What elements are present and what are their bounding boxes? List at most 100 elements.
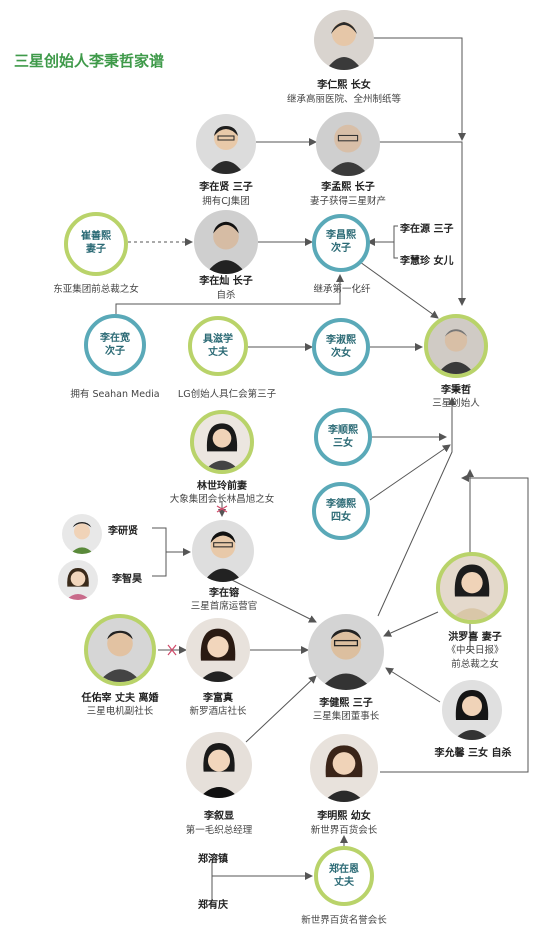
role-lee-chang-hee: 次子 (331, 243, 351, 254)
person-photo-lee-ji-ho (58, 560, 98, 600)
person-silhouette-icon (319, 629, 373, 690)
person-silhouette-icon (199, 743, 239, 798)
name-lee-jae-won: 李在源 三子 (400, 224, 454, 235)
circle-lee-chang-hee (312, 214, 370, 272)
desc-lim-se-ryung: 大象集团会长林昌旭之女 (169, 494, 275, 505)
desc-lee-boo-jin: 新罗酒店社长 (189, 706, 247, 717)
person-photo-lee-myung-hee (310, 734, 378, 802)
name-lee-yeon-hyun: 李研贤 (108, 526, 138, 537)
name-lim-se-ryung: 林世玲前妻 (197, 481, 247, 492)
person-photo-hong-ra-hee (436, 552, 508, 624)
desc2-hong-ra-hee: 前总裁之女 (451, 659, 499, 670)
label-lee-soon-hee: 李顺熙 三女 (314, 424, 372, 450)
label-lee-jae-kwan: 李在宽 次子 (84, 332, 146, 358)
person-photo-lee-yoon-hyung (442, 680, 502, 740)
name-chung-jae-eun: 郑在恩 (329, 864, 359, 875)
person-silhouette-icon (454, 690, 490, 740)
edge-duk-hee (369, 444, 451, 501)
name-lee-byung-chul: 李秉哲 (441, 385, 471, 396)
name-koo-ja-hak: 具滋学 (203, 334, 233, 345)
role-chung-jae-eun: 丈夫 (334, 877, 354, 888)
person-silhouette-icon (326, 22, 362, 70)
name-lee-jae-chan: 李在灿 长子 (199, 276, 253, 287)
edge-in-hee (370, 37, 466, 141)
label-lee-duk-hee: 李德熙 四女 (312, 498, 370, 524)
edge-kun-hee (377, 397, 456, 617)
edge-children (152, 527, 167, 577)
person-photo-lee-byung-chul (424, 314, 488, 378)
person-photo-lee-jae-yong (192, 520, 254, 582)
person-photo-lee-in-hee (314, 10, 374, 70)
desc-lim-woo-jae: 三星电机副社长 (86, 706, 154, 717)
desc-lee-maeng-hee: 妻子获得三星财产 (309, 196, 386, 207)
person-silhouette-icon (208, 126, 244, 174)
label-choi-sun-hee: 崔善熙 妻子 (64, 230, 128, 256)
name-lee-seo-hyun: 李叙显 (204, 811, 234, 822)
person-photo-lee-boo-jin (186, 618, 250, 682)
label-chung-jae-eun: 郑在恩 丈夫 (314, 863, 374, 889)
name-lee-jae-hyun: 李在贤 三子 (199, 182, 253, 193)
person-photo-lee-kun-hee (308, 614, 384, 690)
desc-lee-jae-chan: 自杀 (216, 290, 236, 301)
label-lee-chang-hee: 李昌熙 次子 (312, 229, 370, 255)
person-photo-lee-jae-hyun (196, 114, 256, 174)
desc-lee-seo-hyun: 第一毛织总经理 (185, 825, 253, 836)
circle-choi-sun-hee (64, 212, 128, 276)
name-lee-jae-yong: 李在镕 (209, 588, 239, 599)
person-photo-lim-woo-jae (84, 614, 156, 686)
name-lee-boo-jin: 李富真 (203, 693, 233, 704)
desc-chung-jae-eun: 新世界百货名誉会长 (301, 915, 387, 926)
marriage-mark-yong-2 (216, 505, 228, 513)
child-silhouette-icon (70, 522, 94, 554)
desc-lee-chang-hee: 继承第一化纤 (313, 284, 371, 295)
label-koo-ja-hak: 具滋学 丈夫 (188, 333, 248, 359)
edge-maeng-hee (378, 141, 466, 306)
edge-jae-yong (231, 579, 317, 623)
circle-lee-duk-hee (312, 482, 370, 540)
page-title: 三星创始人李秉哲家谱 (14, 52, 165, 70)
name-lim-woo-jae: 任佑宰 丈夫 离婚 (81, 693, 159, 704)
name-lee-soon-hee: 李顺熙 (328, 425, 358, 436)
person-photo-lee-yeon-hyun (62, 514, 102, 554)
person-silhouette-icon (450, 564, 494, 620)
name-lee-kun-hee: 李健熙 三子 (319, 698, 373, 709)
person-silhouette-icon (198, 628, 238, 682)
desc-lee-jae-kwan: 拥有 Seahan Media (70, 389, 160, 400)
name-lee-in-hee: 李仁熙 长女 (317, 80, 371, 91)
desc-lee-byung-chul: 三星创始人 (432, 398, 480, 409)
name-lee-ji-ho: 李智昊 (112, 574, 142, 585)
role-lee-duk-hee: 四女 (331, 512, 351, 523)
name-lee-sook-hee: 李淑熙 (326, 335, 356, 346)
edge-jae-kwan (115, 274, 344, 314)
edge-yoon-hyung-kun (385, 667, 441, 703)
desc-lee-in-hee: 继承高丽医院、全州制纸等 (286, 94, 401, 105)
name-lee-maeng-hee: 李孟熙 长子 (321, 182, 375, 193)
name-lee-myung-hee: 李明熙 幼女 (317, 811, 371, 822)
label-lee-sook-hee: 李淑熙 次女 (312, 334, 370, 360)
edge-seo-hyun (245, 675, 317, 743)
desc-lee-kun-hee: 三星集团董事长 (312, 711, 380, 722)
name-lee-chang-hee: 李昌熙 (326, 230, 356, 241)
desc-lee-jae-yong: 三星首席运营官 (190, 601, 258, 612)
role-choi-sun-hee: 妻子 (86, 244, 106, 255)
person-photo-lim-se-ryung (190, 410, 254, 474)
person-silhouette-icon (98, 630, 142, 682)
circle-chung-jae-eun (314, 846, 374, 906)
child-silhouette-icon (66, 568, 90, 600)
name-lee-jae-kwan: 李在宽 (100, 333, 130, 344)
name-chung-yong-jin: 郑溶镇 (198, 854, 228, 865)
edge-myung-hee (380, 474, 529, 773)
person-photo-lee-jae-chan (194, 210, 258, 274)
name-hong-ra-hee: 洪罗喜 妻子 (448, 632, 502, 643)
edge-chang-hee (359, 261, 439, 319)
desc-lee-myung-hee: 新世界百货会长 (310, 825, 378, 836)
circle-lee-sook-hee (312, 318, 370, 376)
person-silhouette-icon (323, 745, 365, 802)
name-choi-sun-hee: 崔善熙 (81, 231, 111, 242)
person-silhouette-icon (326, 124, 370, 176)
edge-jae-won (393, 225, 398, 259)
name-lee-yoon-hyung: 李允馨 三女 自杀 (434, 748, 512, 759)
circle-lee-jae-kwan (84, 314, 146, 376)
desc-hong-ra-hee: 《中央日报》 (446, 645, 504, 656)
